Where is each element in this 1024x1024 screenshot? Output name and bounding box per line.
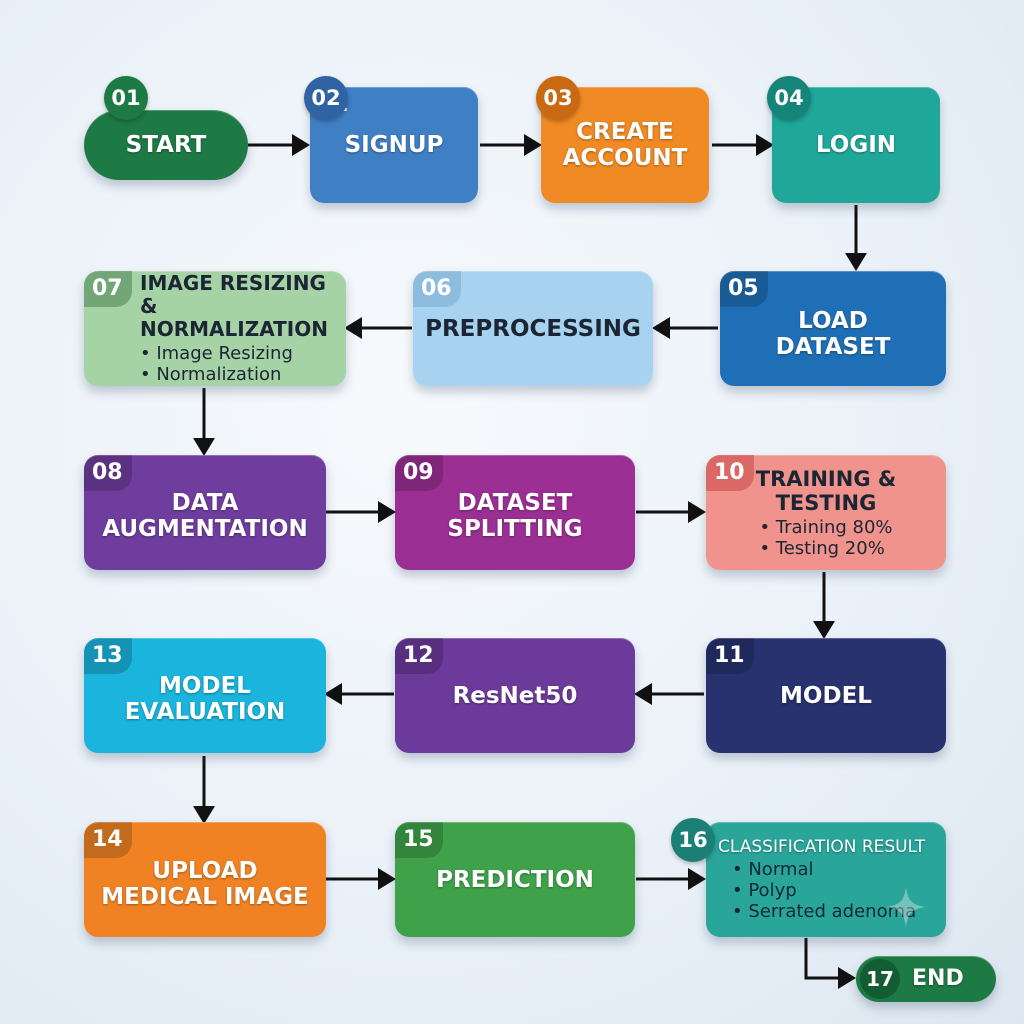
arrowhead	[845, 253, 867, 271]
step-load-dataset: 05 LOAD DATASET	[720, 271, 946, 386]
step-label: START	[125, 132, 207, 158]
step-number-badge: 04	[767, 76, 811, 120]
step-number-badge: 17	[860, 959, 900, 999]
step-number: 05	[720, 271, 768, 307]
arrowhead	[634, 683, 652, 705]
step-label: END	[912, 966, 964, 991]
bullet-item: Image Resizing	[140, 343, 293, 364]
step-number-badge: 02	[304, 76, 348, 120]
step-label: SIGNUP	[344, 132, 444, 158]
step-training-testing: 10 TRAINING & TESTING Training 80% Testi…	[706, 455, 946, 570]
bullet-item: Normal	[732, 859, 916, 880]
step-classification-result: CLASSIFICATION RESULT Normal Polyp Serra…	[706, 822, 946, 937]
step-bullets: Training 80% Testing 20%	[759, 517, 893, 559]
arrowhead	[652, 317, 670, 339]
step-number-badge: 01	[104, 76, 148, 120]
step-preprocessing: 06 PREPROCESSING	[413, 271, 653, 386]
step-label: PREPROCESSING	[425, 315, 641, 342]
step-bullets: Image Resizing Normalization	[140, 343, 293, 385]
step-label: TRAINING & TESTING	[755, 466, 897, 515]
arrowhead	[838, 967, 856, 989]
arrowhead	[193, 438, 215, 456]
step-number: 10	[706, 455, 754, 491]
step-number: 09	[395, 455, 443, 491]
arrowhead	[688, 868, 706, 890]
bullet-item: Normalization	[140, 364, 293, 385]
step-number-badge: 03	[536, 76, 580, 120]
step-number: 11	[706, 638, 754, 674]
step-prediction: 15 PREDICTION	[395, 822, 635, 937]
arrowhead	[813, 621, 835, 639]
arrowhead	[344, 317, 362, 339]
step-number: 08	[84, 455, 132, 491]
step-dataset-splitting: 09 DATASET SPLITTING	[395, 455, 635, 570]
step-label: CLASSIFICATION RESULT	[718, 837, 926, 857]
arrowhead	[524, 134, 542, 156]
step-number: 12	[395, 638, 443, 674]
bullet-item: Serrated adenoma	[732, 901, 916, 922]
bullet-item: Training 80%	[759, 517, 893, 538]
step-label: LOAD DATASET	[775, 307, 891, 360]
step-model-evaluation: 13 MODEL EVALUATION	[84, 638, 326, 753]
bullet-item: Testing 20%	[759, 538, 892, 559]
step-label: CREATE ACCOUNT	[562, 119, 688, 171]
step-end: 17 END	[856, 956, 996, 1002]
step-number: 13	[84, 638, 132, 674]
step-label: LOGIN	[815, 132, 897, 158]
arrow-16-17	[804, 938, 850, 980]
bullet-item: Polyp	[732, 880, 916, 901]
step-number: 14	[84, 822, 132, 858]
step-label: UPLOAD MEDICAL IMAGE	[101, 857, 309, 910]
step-start: START	[84, 110, 248, 180]
step-number: 15	[395, 822, 443, 858]
step-label: IMAGE RESIZING & NORMALIZATION	[140, 271, 328, 341]
step-label: MODEL	[780, 682, 872, 709]
step-number-badge: 16	[671, 818, 715, 862]
arrowhead	[378, 501, 396, 523]
step-bullets: Normal Polyp Serrated adenoma	[732, 859, 916, 922]
arrowhead	[292, 134, 310, 156]
step-resnet50: 12 ResNet50	[395, 638, 635, 753]
step-upload-medical-image: 14 UPLOAD MEDICAL IMAGE	[84, 822, 326, 937]
step-label: ResNet50	[452, 682, 578, 709]
arrowhead	[324, 683, 342, 705]
step-number: 07	[84, 271, 132, 307]
step-label: DATA AUGMENTATION	[102, 489, 308, 542]
step-data-augmentation: 08 DATA AUGMENTATION	[84, 455, 326, 570]
step-label: DATASET SPLITTING	[447, 489, 583, 542]
arrowhead	[378, 868, 396, 890]
step-model: 11 MODEL	[706, 638, 946, 753]
step-number: 06	[413, 271, 461, 307]
sparkle-icon	[886, 887, 926, 927]
step-label: PREDICTION	[436, 866, 594, 893]
arrowhead	[688, 501, 706, 523]
step-label: MODEL EVALUATION	[124, 672, 286, 725]
step-image-resizing-normalization: 07 IMAGE RESIZING & NORMALIZATION Image …	[84, 271, 346, 386]
